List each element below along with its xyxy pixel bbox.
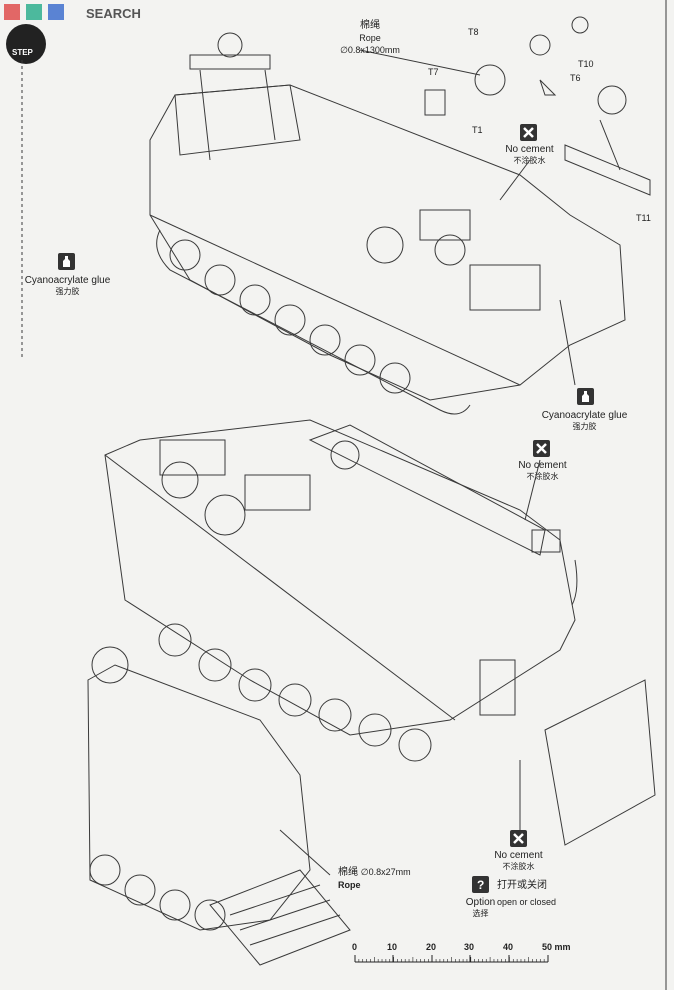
- scale-label-0: 0: [352, 942, 358, 952]
- part-t11: T11: [636, 213, 651, 223]
- logo-text: SEARCH: [86, 6, 141, 21]
- scale-label-50: 50 mm: [542, 942, 571, 952]
- option-cn: 选择: [472, 909, 489, 918]
- glue-en-left: Cyanoacrylate glue: [24, 275, 111, 286]
- rope-label-bottom: 棉绳 ∅0.8x27mm Rope: [338, 866, 411, 891]
- step-badge: STEP: [6, 24, 46, 64]
- no-cement-en-1: No cement: [505, 144, 554, 155]
- no-cement-en-3: No cement: [494, 850, 543, 861]
- option-text: 打开或关闭 open or closed: [497, 880, 556, 908]
- scale-minor-ticks: [354, 957, 549, 962]
- glue-bottle-icon: [577, 388, 594, 405]
- scale-label-10: 10: [387, 942, 398, 952]
- part-t6: T6: [570, 73, 581, 83]
- scale-label-20: 20: [426, 942, 437, 952]
- rope-en: Rope: [359, 33, 381, 43]
- cross-box-icon: [510, 830, 527, 847]
- no-cement-cn-2: 不涂胶水: [526, 472, 559, 481]
- glue-bottle-icon: [58, 253, 75, 270]
- rope-spec: ∅0.8x1300mm: [340, 45, 400, 55]
- option-text-en: open or closed: [497, 897, 557, 907]
- wheels-mid: [158, 623, 432, 762]
- cross-box-icon: [533, 440, 550, 457]
- step-label: STEP: [12, 48, 33, 57]
- glue-cn-right: 强力胶: [572, 422, 597, 431]
- winch-detail: [424, 16, 651, 196]
- scale-label-30: 30: [464, 942, 475, 952]
- question-box-icon: ?: [472, 876, 489, 893]
- wheels-bottom: [89, 854, 226, 931]
- rope-label-top: 棉绳 Rope ∅0.8x1300mm: [330, 20, 410, 56]
- option-text-cn: 打开或关闭: [497, 880, 547, 891]
- part-t8: T8: [468, 27, 479, 37]
- no-cement-label-2: No cement 不涂胶水: [505, 460, 580, 482]
- rope-spec-bottom: ∅0.8x27mm: [360, 867, 411, 877]
- watermark-logo: SEARCH: [0, 0, 160, 26]
- no-cement-label-3: No cement 不涂胶水: [481, 850, 556, 872]
- part-t10: T10: [578, 59, 594, 69]
- glue-en-right: Cyanoacrylate glue: [541, 410, 628, 421]
- scale-label-40: 40: [503, 942, 514, 952]
- wheels-top: [169, 239, 411, 394]
- part-t7: T7: [428, 67, 439, 77]
- no-cement-en-2: No cement: [518, 460, 567, 471]
- rope-cn: 棉绳: [360, 20, 380, 31]
- option-en: Option: [465, 897, 496, 908]
- vehicle-bottom: [87, 646, 351, 966]
- cross-box-icon: [520, 124, 537, 141]
- no-cement-label-1: No cement 不涂胶水: [492, 144, 567, 166]
- glue-cn-left: 强力胶: [55, 287, 80, 296]
- no-cement-cn-1: 不涂胶水: [513, 156, 546, 165]
- glue-label-right: Cyanoacrylate glue 强力胶: [527, 410, 642, 432]
- option-label: Option 选择: [458, 897, 503, 919]
- part-t1: T1: [472, 125, 483, 135]
- glue-label-left: Cyanoacrylate glue 强力胶: [10, 275, 125, 297]
- vehicle-mid: [104, 419, 656, 846]
- svg-text:?: ?: [477, 878, 484, 892]
- vehicle-top: [149, 32, 626, 415]
- rope-cn-bottom: 棉绳: [338, 867, 358, 878]
- no-cement-cn-3: 不涂胶水: [502, 862, 535, 871]
- logo-graphic: [4, 4, 64, 20]
- rope-en-bottom: Rope: [338, 880, 361, 890]
